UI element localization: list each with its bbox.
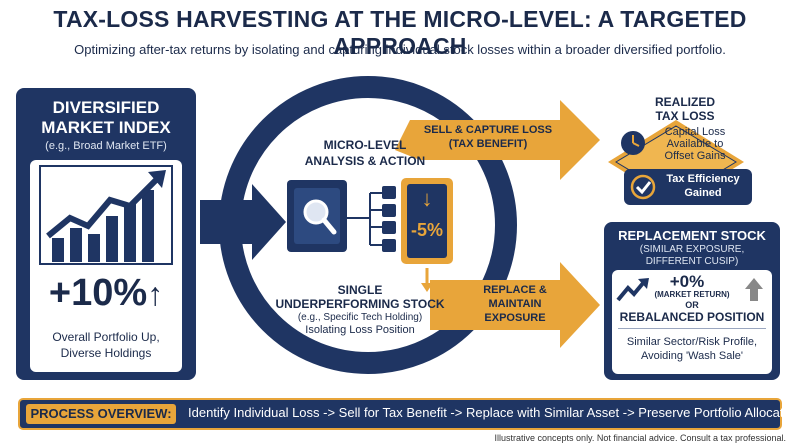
realized-desc-3: Offset Gains (664, 150, 726, 162)
replace-label-1: REPLACE & (483, 284, 547, 296)
efficiency-2: Gained (684, 187, 722, 199)
replacement-desc-1: Similar Sector/Risk Profile, (626, 336, 758, 348)
page-subtitle: Optimizing after-tax returns by isolatin… (74, 42, 726, 57)
checkmark-icon (630, 174, 656, 200)
flow-arrow-right (200, 184, 286, 260)
loss-value: -5% (410, 220, 443, 240)
up-arrow-icon (745, 278, 763, 301)
realized-desc-2: Available to (666, 138, 724, 150)
efficiency-1: Tax Efficiency (666, 173, 740, 185)
process-label: PROCESS OVERVIEW: (26, 404, 176, 424)
realized-title-1: REALIZED (655, 95, 715, 109)
process-overview-bar: PROCESS OVERVIEW: Identify Individual Lo… (18, 398, 800, 430)
realized-title-2: TAX LOSS (655, 109, 715, 123)
trend-up-icon (616, 278, 649, 302)
magnifier-icon (303, 199, 329, 225)
index-title-1: DIVERSIFIED (52, 98, 160, 117)
index-card: DIVERSIFIED MARKET INDEX (e.g., Broad Ma… (16, 88, 196, 380)
analysis-title-2: ANALYSIS & ACTION (304, 154, 426, 168)
stock-example: (e.g., Specific Tech Holding) (297, 312, 423, 323)
realized-desc-1: Capital Loss (664, 126, 726, 138)
sell-arrow (395, 100, 600, 180)
replacement-sub-2: DIFFERENT CUSIP) (645, 256, 739, 267)
replacement-sub-1: (SIMILAR EXPOSURE, (639, 244, 745, 255)
replace-arrow (430, 262, 600, 348)
index-inner: +10%↑ Overall Portfolio Up, Diverse Hold… (30, 160, 182, 372)
stock-desc: Isolating Loss Position (305, 324, 415, 336)
rebalanced-position: REBALANCED POSITION (619, 310, 765, 324)
bar-chart-up-icon (39, 165, 173, 265)
process-text: Identify Individual Loss -> Sell for Tax… (188, 405, 800, 420)
index-desc-2: Diverse Holdings (60, 346, 152, 360)
efficiency-box: Tax Efficiency Gained (624, 169, 752, 205)
replacement-return-note: (MARKET RETURN) (654, 290, 730, 299)
footnote: Illustrative concepts only. Not financia… (494, 433, 786, 443)
analysis-title-1: MICRO-LEVEL (323, 138, 407, 152)
replacement-card: REPLACEMENT STOCK (SIMILAR EXPOSURE, DIF… (604, 222, 780, 380)
up-arrow-icon: ↑ (147, 276, 164, 312)
loss-box: ↓ -5% (401, 178, 453, 264)
replacement-or: OR (685, 300, 699, 310)
loss-inner: ↓ -5% (407, 184, 447, 258)
replace-label-3: EXPOSURE (484, 312, 546, 324)
index-return-value: +10% (48, 272, 148, 314)
replacement-inner: +0% (MARKET RETURN) OR REBALANCED POSITI… (612, 270, 772, 374)
replacement-return: +0% (669, 272, 705, 291)
index-title-2: MARKET INDEX (41, 118, 171, 137)
divider (618, 328, 766, 329)
clock-loss-icon (621, 131, 645, 155)
sell-label-1: SELL & CAPTURE LOSS (423, 124, 553, 136)
replacement-desc-2: Avoiding 'Wash Sale' (640, 350, 744, 362)
index-desc-1: Overall Portfolio Up, (52, 330, 160, 344)
index-example: (e.g., Broad Market ETF) (45, 140, 167, 152)
index-return: +10%↑ (30, 272, 182, 315)
stock-title-1: SINGLE (337, 283, 383, 297)
replace-label-2: MAINTAIN (488, 298, 542, 310)
replacement-title: REPLACEMENT STOCK (618, 228, 766, 243)
down-arrow-icon: ↓ (421, 186, 433, 211)
page-title: TAX-LOSS HARVESTING AT THE MICRO-LEVEL: … (53, 6, 747, 59)
sell-label-2: (TAX BENEFIT) (448, 138, 528, 150)
stock-title-2: UNDERPERFORMING STOCK (275, 297, 445, 311)
